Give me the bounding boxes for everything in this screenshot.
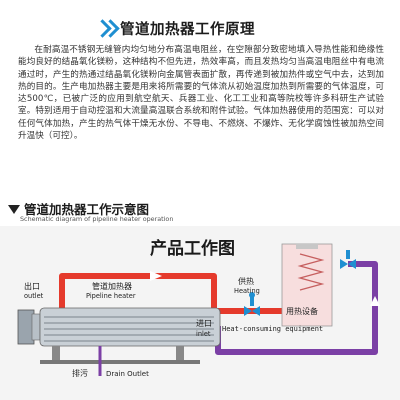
pipeline-heater — [17, 307, 221, 376]
heater-label-en: Pipeline heater — [86, 292, 136, 300]
flow-arrow-icon — [150, 271, 162, 281]
valve-icon — [244, 292, 260, 316]
drain-label: 排污 — [72, 368, 88, 378]
equipment-label-en: Heat-consuming equipment — [222, 325, 323, 333]
drain-label-en: Drain Outlet — [106, 370, 149, 378]
page-title: 管道加热器工作原理 — [120, 22, 255, 38]
diagram-heading: 产品工作图 — [150, 238, 235, 259]
work-diagram: 产品工作图 — [0, 226, 400, 400]
heating-label: 供热 — [238, 276, 254, 286]
description-paragraph: 在耐高温不锈钢无缝管内均匀地分布高温电阻丝，在空隙部分致密地填入导热性能和绝缘性… — [18, 45, 384, 142]
inlet-label-en: inlet — [196, 330, 211, 338]
section-subtitle: Schematic diagram of pipeline heater ope… — [20, 215, 174, 223]
section-title: 管道加热器工作示意图 — [24, 202, 150, 217]
valve-icon — [340, 250, 356, 269]
hot-pipe — [59, 273, 282, 334]
heating-label-en: Heating — [234, 287, 260, 295]
heat-consuming-equipment — [281, 243, 333, 327]
equipment-label: 用热设备 — [286, 306, 318, 316]
flow-arrow-icon — [370, 296, 380, 306]
outlet-label-en: outlet — [24, 292, 44, 300]
inlet-label: 进口 — [196, 319, 212, 328]
outlet-label: 出口 — [24, 281, 40, 291]
heater-label: 管道加热器 — [92, 281, 132, 291]
down-triangle-icon — [8, 205, 20, 214]
title-row: 管道加热器工作原理 — [0, 18, 400, 40]
